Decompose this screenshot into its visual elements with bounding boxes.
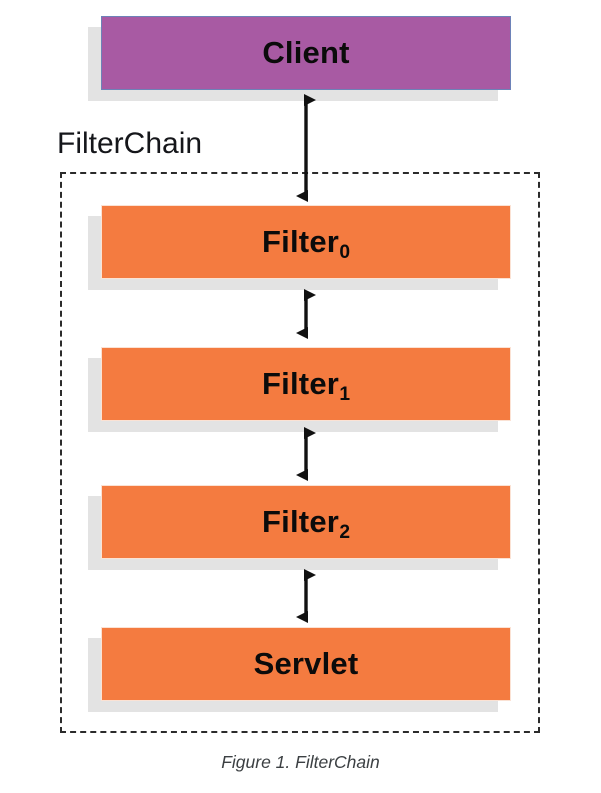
arrow-filter0-to-filter1	[296, 289, 316, 339]
node-servlet-label: Servlet	[253, 646, 359, 681]
node-client[interactable]: Client	[101, 16, 511, 90]
node-filter-2[interactable]: Filter2	[101, 485, 511, 559]
arrow-filter1-to-filter2	[296, 427, 316, 481]
figure-caption: Figure 1. FilterChain	[221, 752, 380, 772]
filterchain-group-label: FilterChain	[57, 127, 203, 160]
node-filter-1[interactable]: Filter1	[101, 347, 511, 421]
node-filter-0-label: Filter0	[262, 224, 351, 263]
arrow-client-to-filter0	[296, 94, 316, 202]
node-filter-2-label: Filter2	[262, 504, 351, 543]
node-filter-1-label: Filter1	[262, 366, 351, 405]
node-client-label: Client	[262, 35, 350, 70]
node-servlet[interactable]: Servlet	[101, 627, 511, 701]
arrow-filter2-to-servlet	[296, 569, 316, 623]
node-filter-0[interactable]: Filter0	[101, 205, 511, 279]
